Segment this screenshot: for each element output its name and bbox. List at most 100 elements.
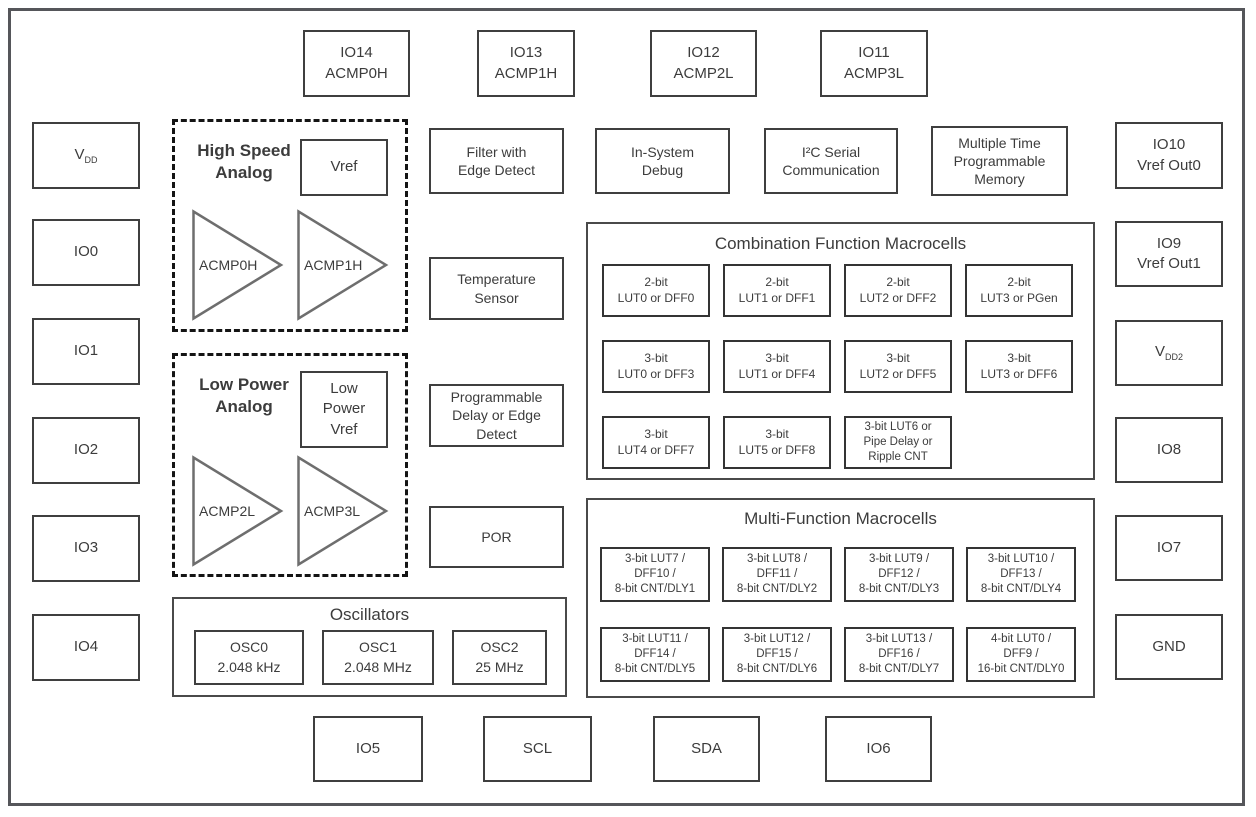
macrocell-line: 8-bit CNT/DLY4 [980, 583, 1062, 596]
comparator-acmp3l: ACMP3L [296, 455, 390, 567]
pin-io4: IO4 [32, 614, 140, 681]
macrocell-line: LUT3 or PGen [980, 290, 1058, 305]
pin-line: IO1 [73, 342, 99, 360]
oscillator-line: OSC1 [358, 638, 398, 655]
pin-label-subscript: DD2 [1165, 352, 1184, 363]
block-programmable-delay: Programmable Delay or Edge Detect [429, 384, 564, 447]
pin-line: IO2 [73, 441, 99, 459]
group-title-line: Analog [215, 397, 273, 417]
pin-label-base: V [1154, 343, 1165, 361]
pin-io7: IO7 [1115, 515, 1223, 581]
macrocell-line: 8-bit CNT/DLY2 [736, 583, 818, 596]
block-i2c-serial-communication: I²C Serial Communication [764, 128, 898, 194]
comparator-acmp2l: ACMP2L [191, 455, 285, 567]
block-line: Sensor [474, 289, 519, 306]
macrocell-line: 3-bit LUT12 / [743, 632, 811, 645]
pin-line: IO13 [509, 44, 543, 62]
macrocell-cell: 3-bit LUT8 / DFF11 / 8-bit CNT/DLY2 [722, 547, 832, 602]
macrocell-line: 3-bit LUT11 / [622, 632, 688, 645]
pin-io0: IO0 [32, 219, 140, 286]
macrocell-line: 3-bit LUT13 / [865, 632, 933, 645]
macrocell-line: DFF13 / [1000, 567, 1042, 580]
oscillator-line: 25 MHz [475, 658, 524, 675]
macrocell-line: LUT2 or DFF5 [859, 366, 937, 381]
group-title-line: High Speed [197, 141, 291, 160]
macrocell-line: DFF16 / [878, 647, 920, 660]
block-in-system-debug: In-System Debug [595, 128, 730, 194]
chip-frame [8, 8, 1245, 806]
macrocell-line: 16-bit CNT/DLY0 [977, 663, 1065, 676]
group-oscillators: Oscillators OSC0 2.048 kHz OSC1 2.048 MH… [172, 597, 567, 697]
block-line: Debug [641, 162, 684, 178]
pin-line: SCL [522, 739, 553, 757]
group-title-line: Analog [215, 163, 273, 183]
macrocell-line: 3-bit [765, 426, 789, 441]
pin-io8: IO8 [1115, 417, 1223, 483]
comparator-acmp1h: ACMP1H [296, 209, 390, 321]
pin-line: IO4 [73, 638, 99, 656]
comparator-label: ACMP2L [199, 503, 256, 519]
macrocell-line: 8-bit CNT/DLY7 [858, 663, 940, 676]
pin-io11-acmp3l: IO11 ACMP3L [820, 30, 928, 97]
pin-gnd: GND [1115, 614, 1223, 680]
comparator-triangle-icon [297, 455, 389, 567]
macrocell-line: 2-bit [1007, 274, 1031, 289]
macrocell-line: 8-bit CNT/DLY1 [614, 583, 696, 596]
macrocell-line: LUT0 or DFF0 [617, 290, 695, 305]
macrocell-line: 2-bit [765, 274, 789, 289]
macrocell-cell: 2-bit LUT3 or PGen [965, 264, 1073, 317]
macrocell-line: DFF9 / [1003, 647, 1039, 660]
pin-line: IO14 [340, 44, 373, 62]
oscillator-cell: OSC1 2.048 MHz [322, 630, 434, 685]
macrocell-line: 3-bit LUT8 / [746, 552, 808, 565]
block-line: In-System [630, 143, 694, 160]
macrocell-line: 3-bit [765, 350, 789, 365]
macrocell-cell: 4-bit LUT0 / DFF9 / 16-bit CNT/DLY0 [966, 627, 1076, 682]
block-line: I²C Serial [801, 143, 861, 160]
macrocell-line: 3-bit [886, 350, 910, 365]
pin-label-subscript: DD [84, 154, 98, 165]
vref-label: Power [322, 400, 366, 418]
pin-line: ACMP1H [494, 64, 558, 82]
oscillator-cell: OSC2 25 MHz [452, 630, 547, 685]
macrocell-cell: 3-bit LUT7 / DFF10 / 8-bit CNT/DLY1 [600, 547, 710, 602]
group-low-power-analog: Low Power Analog Low Power Vref ACMP2L A… [172, 353, 408, 577]
block-line: Programmable [953, 152, 1046, 169]
macrocell-line: LUT4 or DFF7 [617, 442, 695, 457]
pin-io12-acmp2l: IO12 ACMP2L [650, 30, 757, 97]
macrocell-line: 3-bit [644, 350, 668, 365]
macrocell-cell: 3-bit LUT3 or DFF6 [965, 340, 1073, 393]
pin-line: ACMP2L [673, 64, 734, 82]
pin-vdd2: VDD2 [1115, 320, 1223, 386]
macrocell-cell: 3-bit LUT10 / DFF13 / 8-bit CNT/DLY4 [966, 547, 1076, 602]
macrocell-line: 8-bit CNT/DLY3 [858, 583, 940, 596]
macrocell-line: 3-bit [1007, 350, 1031, 365]
comparator-acmp0h: ACMP0H [191, 209, 285, 321]
oscillator-line: 2.048 MHz [344, 658, 412, 675]
pin-io14-acmp0h: IO14 ACMP0H [303, 30, 410, 97]
pin-io10-vref-out0: IO10 Vref Out0 [1115, 122, 1223, 189]
macrocell-cell: 3-bit LUT0 or DFF3 [602, 340, 710, 393]
block-por: POR [429, 506, 564, 568]
macrocell-line: LUT0 or DFF3 [617, 366, 695, 381]
pin-vdd: VDD [32, 122, 140, 189]
group-title: Multi-Function Macrocells [744, 509, 937, 528]
group-high-speed-analog: High Speed Analog Vref ACMP0H ACMP1H [172, 119, 408, 332]
group-title: Combination Function Macrocells [714, 234, 967, 253]
pin-line: IO11 [858, 44, 890, 62]
macrocell-line: 2-bit [886, 274, 910, 289]
macrocell-cell: 3-bit LUT12 / DFF15 / 8-bit CNT/DLY6 [722, 627, 832, 682]
pin-line: VDD [74, 145, 97, 166]
pin-io1: IO1 [32, 318, 140, 385]
block-line: Delay or Edge [452, 407, 541, 424]
macrocell-line: LUT2 or DFF2 [859, 290, 937, 305]
macrocell-line: 8-bit CNT/DLY5 [614, 663, 696, 676]
pin-scl: SCL [483, 716, 592, 782]
vref-label: Vref [330, 420, 358, 438]
pin-io9-vref-out1: IO9 Vref Out1 [1115, 221, 1223, 287]
macrocell-line: LUT5 or DFF8 [738, 442, 816, 457]
block-filter-edge-detect: Filter with Edge Detect [429, 128, 564, 194]
macrocell-cell: 3-bit LUT2 or DFF5 [844, 340, 952, 393]
macrocell-line: DFF14 / [634, 647, 676, 660]
